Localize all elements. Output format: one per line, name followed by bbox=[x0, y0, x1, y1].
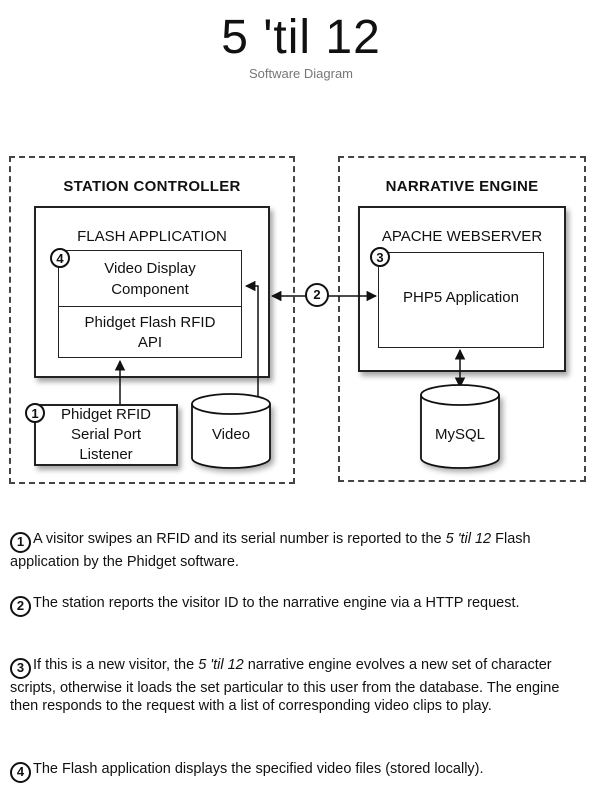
note-badge-1: 1 bbox=[10, 531, 31, 553]
note-badge-4: 4 bbox=[10, 761, 31, 783]
mysql-cylinder bbox=[420, 384, 500, 469]
apache-webserver-title: APACHE WEBSERVER bbox=[381, 228, 543, 245]
note-badge-3: 3 bbox=[10, 657, 31, 679]
rfid-api-label-2: API bbox=[137, 334, 163, 351]
rfid-api-component bbox=[58, 306, 242, 358]
narrative-engine-title: NARRATIVE ENGINE bbox=[385, 178, 539, 195]
note-3-text-a: If this is a new visitor, the bbox=[33, 657, 199, 673]
note-1-italic: 5 'til 12 bbox=[445, 531, 492, 547]
narrative-engine-group bbox=[338, 156, 586, 482]
php-application-label: PHP5 Application bbox=[403, 289, 519, 306]
diagram-subtitle: Software Diagram bbox=[248, 66, 354, 81]
note-2-text: The station reports the visitor ID to th… bbox=[33, 595, 520, 611]
video-display-label-1: Video Display bbox=[104, 260, 196, 277]
note-1-text-a: A visitor swipes an RFID and its serial … bbox=[33, 531, 446, 547]
note-4-text: The Flash application displays the speci… bbox=[33, 761, 484, 777]
station-controller-group bbox=[9, 156, 295, 484]
station-controller-title: STATION CONTROLLER bbox=[63, 178, 241, 195]
video-display-label-2: Component bbox=[111, 281, 189, 298]
video-store-label: Video bbox=[211, 426, 251, 443]
diagram-title: 5 'til 12 bbox=[221, 11, 381, 64]
badge-3: 3 bbox=[370, 247, 390, 267]
badge-4: 4 bbox=[50, 248, 70, 268]
note-badge-2: 2 bbox=[10, 595, 31, 617]
badge-2-circle bbox=[305, 283, 329, 307]
note-3-italic: 5 'til 12 bbox=[198, 657, 244, 673]
video-cylinder bbox=[191, 393, 271, 469]
rfid-listener-box bbox=[34, 404, 178, 466]
mysql-label: MySQL bbox=[434, 426, 485, 443]
listener-label-3: Listener bbox=[79, 446, 133, 463]
badge-2: 2 bbox=[313, 287, 321, 302]
flash-application-title: FLASH APPLICATION bbox=[77, 228, 227, 245]
rfid-api-label-1: Phidget Flash RFID bbox=[84, 314, 216, 331]
listener-label-1: Phidget RFID bbox=[60, 406, 152, 423]
note-3-text-b: narrative engine evolves a new set of ch… bbox=[10, 657, 560, 714]
note-1-text-b: Flash application by the Phidget softwar… bbox=[10, 531, 531, 570]
badge-1: 1 bbox=[25, 403, 45, 423]
php-application bbox=[378, 252, 544, 348]
video-to-display-arrow bbox=[244, 280, 259, 398]
listener-label-2: Serial Port bbox=[70, 426, 142, 443]
